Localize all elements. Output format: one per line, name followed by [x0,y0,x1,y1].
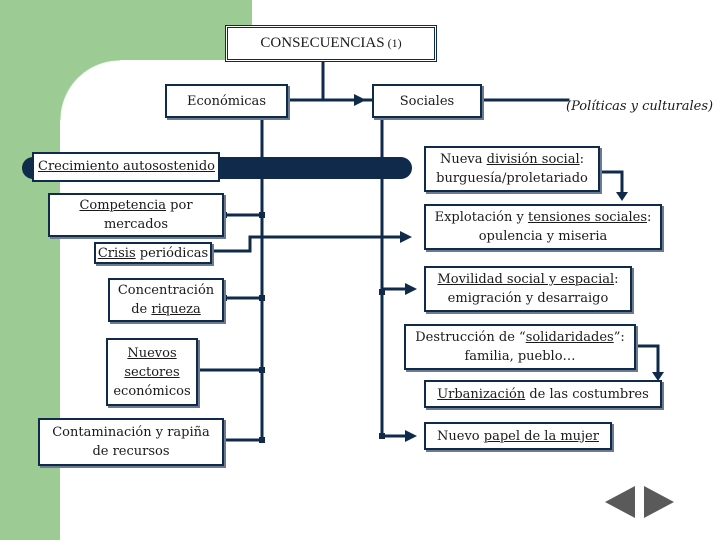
explotacion-text-d: opulencia y miseria [478,229,608,244]
header-economicas-label: Económicas [187,93,266,109]
division-text-d: burguesía/proletariado [436,171,588,186]
next-slide-icon[interactable] [644,486,674,518]
title-box: CONSECUENCIAS(1) [225,25,437,62]
box-movilidad: Movilidad social y espacial: emigración … [424,266,632,312]
box-nuevos: Nuevos sectores económicos [106,338,198,406]
division-text-b: división social [486,152,580,167]
destruccion-text-a: Destrucción de “ [415,330,526,345]
previous-slide-icon[interactable] [605,486,635,518]
concentracion-text-b: de [131,302,152,317]
header-economicas: Económicas [165,84,288,118]
destruccion-text-b: solidaridades [525,330,614,345]
nuevos-text-c: económicos [113,383,191,399]
urbanizacion-text-a: Urbanización [437,386,526,402]
movilidad-text-a: Movilidad social y espacial [437,272,615,287]
decor-green-top [0,0,252,60]
concentracion-text-a: Concentración [117,283,215,298]
arrow-papel [405,430,417,442]
division-text-c: : [579,152,585,167]
nuevos-text-b: sectores [124,364,180,380]
box-explotacion: Explotación y tensiones sociales: opulen… [424,204,662,250]
arrow-division-down [616,192,628,201]
nuevos-text-a: Nuevos [127,345,177,361]
explotacion-text-b: tensiones sociales [527,210,647,225]
box-papel: Nuevo papel de la mujer [424,422,612,450]
competencia-text-c: mercados [103,217,169,232]
explotacion-text-c: : [647,210,652,225]
title-text: CONSECUENCIAS [260,35,385,51]
urbanizacion-text-b: de las costumbres [525,386,649,402]
explotacion-text-a: Explotación y [434,210,528,225]
crecimiento-label: Crecimiento autosostenido [32,152,220,182]
arrow-explotacion [400,231,412,243]
contaminacion-text-b: de recursos [92,444,170,459]
box-contaminacion: Contaminación y rapiña de recursos [38,418,224,466]
movilidad-text-c: emigración y desarraigo [447,291,609,306]
crisis-text-b: periódicas [135,245,209,261]
arrow-destruccion-down [652,372,664,381]
crisis-text-a: Crisis [97,245,136,261]
header-politicas: (Políticas y culturales) [566,99,714,114]
destruccion-text-c: ”: [613,330,625,345]
box-crisis: Crisis periódicas [94,242,212,264]
papel-text-a: Nuevo [437,428,484,444]
header-sociales: Sociales [372,84,482,118]
box-destruccion: Destrucción de “solidaridades”: familia,… [404,324,636,370]
decor-corner [60,60,120,120]
concentracion-text-c: riqueza [151,302,201,317]
competencia-text-a: Competencia [79,198,167,213]
arrow-movilidad [405,283,417,295]
division-text-a: Nueva [439,152,487,167]
papel-text-b: papel de la mujer [483,428,599,444]
crecimiento-text: Crecimiento autosostenido [38,159,215,174]
title-number: (1) [387,36,402,50]
contaminacion-text-a: Contaminación y rapiña [52,425,210,440]
competencia-text-b: por [166,198,193,213]
box-concentracion: Concentración de riqueza [108,278,224,322]
box-division: Nueva división social: burguesía/proleta… [424,146,600,192]
destruccion-text-d: familia, pueblo… [464,349,576,364]
movilidad-text-b: : [614,272,619,287]
box-urbanizacion: Urbanización de las costumbres [424,380,662,408]
box-competencia: Competencia por mercados [48,193,224,237]
header-sociales-label: Sociales [399,93,455,109]
arrow-sociales [354,94,366,106]
